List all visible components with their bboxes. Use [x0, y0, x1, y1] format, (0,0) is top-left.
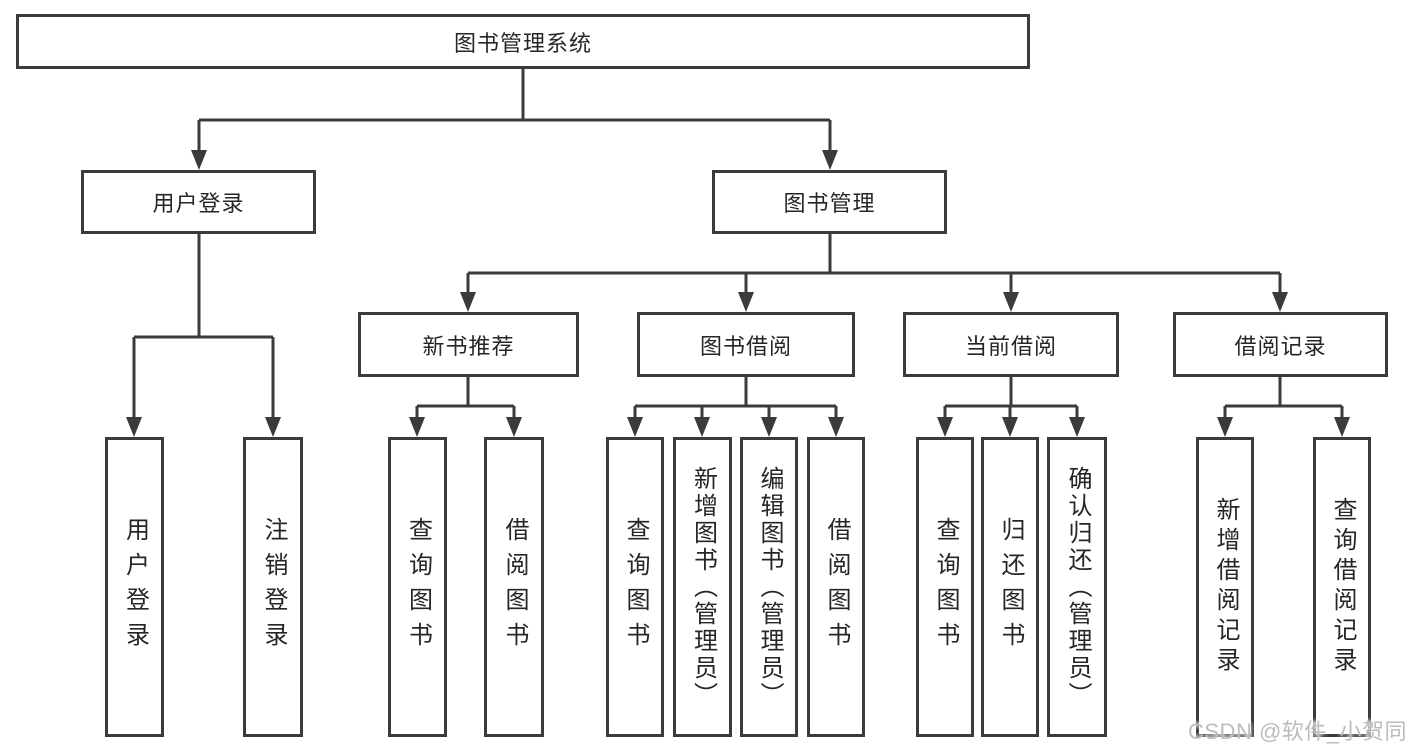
connector-user-login-to-leaves: [132, 234, 275, 420]
connector-book-management-to-level3: [466, 234, 1282, 295]
leaf-user-login: 用户登录: [105, 437, 164, 737]
node-label: 查询图书: [404, 517, 432, 657]
arrowhead-icon: [1217, 417, 1233, 437]
node-label: 归还图书: [997, 517, 1024, 657]
leaf-borrowing-add-book-admin: 新增图书（管理员）: [673, 437, 732, 737]
node-user-login: 用户登录: [81, 170, 316, 234]
arrowhead-icon: [761, 417, 777, 437]
node-label: 注销登录: [260, 517, 287, 657]
node-label: 用户登录: [152, 191, 245, 216]
leaf-current-return-book: 归还图书: [981, 437, 1039, 737]
connector-borrowing-records-to-leaves: [1223, 377, 1344, 420]
arrowhead-icon: [937, 417, 953, 437]
node-label: 编辑图书（管理员）: [756, 465, 783, 709]
connector-book-borrowing-to-leaves: [633, 377, 838, 420]
node-new-book-recommend: 新书推荐: [358, 312, 579, 377]
node-label: 查询借阅记录: [1329, 497, 1356, 677]
arrowhead-icon: [1003, 292, 1019, 312]
arrowhead-icon: [738, 292, 754, 312]
arrowhead-icon: [460, 292, 476, 312]
connector-root-to-level2: [197, 68, 832, 153]
node-label: 借阅图书: [823, 517, 850, 657]
arrowhead-icon: [191, 150, 207, 170]
node-label: 图书管理系统: [453, 30, 592, 56]
node-book-borrowing: 图书借阅: [637, 312, 855, 377]
leaf-logout: 注销登录: [243, 437, 303, 737]
arrowhead-icon: [409, 417, 425, 437]
leaf-borrowing-borrow-book: 借阅图书: [807, 437, 865, 737]
arrowhead-icon: [1002, 417, 1018, 437]
arrowhead-icon: [126, 417, 142, 437]
node-label: 图书管理: [783, 191, 876, 216]
leaf-recommend-borrow-book: 借阅图书: [484, 437, 544, 737]
node-label: 新书推荐: [422, 333, 515, 359]
node-book-management: 图书管理: [712, 170, 947, 234]
arrowhead-icon: [1069, 417, 1085, 437]
arrowhead-icon: [828, 417, 844, 437]
arrowhead-icon: [506, 417, 522, 437]
node-label: 新增图书（管理员）: [689, 465, 717, 709]
arrowhead-icon: [822, 150, 838, 170]
node-library-management-system: 图书管理系统: [16, 14, 1030, 69]
node-label: 借阅图书: [501, 517, 528, 657]
node-label: 确认归还（管理员）: [1064, 465, 1091, 709]
node-current-borrowing: 当前借阅: [903, 312, 1119, 377]
arrowhead-icon: [1272, 292, 1288, 312]
node-label: 当前借阅: [964, 333, 1057, 359]
node-label: 查询图书: [622, 517, 649, 657]
leaf-current-query-book: 查询图书: [916, 437, 974, 737]
leaf-recommend-query-book: 查询图书: [388, 437, 447, 737]
node-label: 图书借阅: [699, 333, 792, 359]
node-label: 查询图书: [932, 517, 959, 657]
leaf-borrowing-edit-book-admin: 编辑图书（管理员）: [740, 437, 798, 737]
connector-new-book-recommend-to-leaves: [415, 377, 516, 420]
arrowhead-icon: [265, 417, 281, 437]
leaf-records-add-record: 新增借阅记录: [1196, 437, 1254, 737]
node-label: 借阅记录: [1234, 333, 1327, 359]
node-label: 新增借阅记录: [1212, 497, 1239, 677]
node-borrowing-records: 借阅记录: [1173, 312, 1388, 377]
node-label: 用户登录: [121, 517, 149, 657]
arrowhead-icon: [627, 417, 643, 437]
leaf-records-query-record: 查询借阅记录: [1313, 437, 1371, 737]
arrowhead-icon: [1334, 417, 1350, 437]
watermark: CSDN @软件_小贺同学: [1188, 719, 1405, 744]
arrowhead-icon: [694, 417, 710, 437]
connector-current-borrowing-to-leaves: [943, 377, 1079, 420]
leaf-current-confirm-return-admin: 确认归还（管理员）: [1047, 437, 1107, 737]
leaf-borrowing-query-book: 查询图书: [606, 437, 664, 737]
